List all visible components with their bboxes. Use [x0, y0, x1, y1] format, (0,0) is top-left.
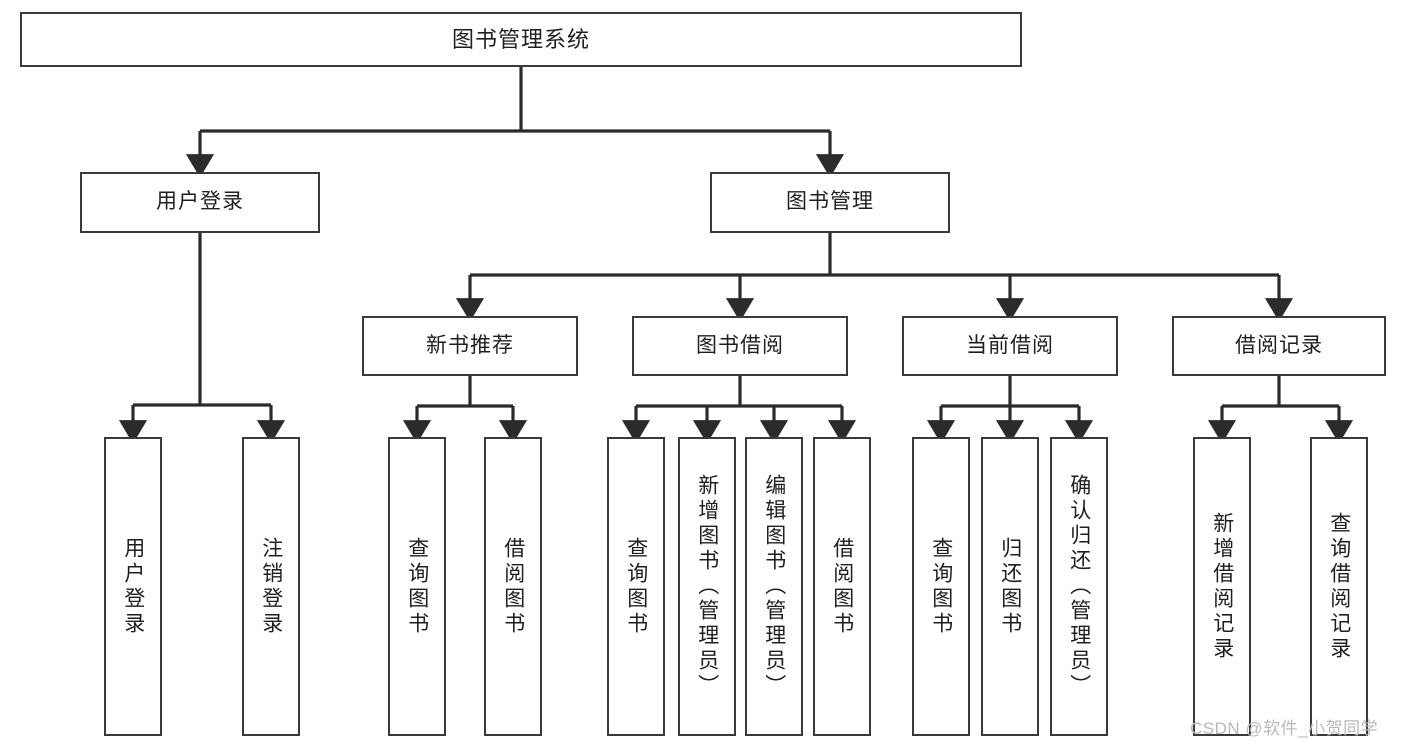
leaf-query-book-current[interactable]: 查询图书 [912, 437, 970, 736]
node-label: 注销登录 [259, 536, 283, 637]
node-label: 新增图书（管理员） [695, 474, 719, 699]
node-book-management-system[interactable]: 图书管理系统 [20, 12, 1022, 67]
leaf-query-book-borrow[interactable]: 查询图书 [607, 437, 665, 736]
node-book-borrow[interactable]: 图书借阅 [632, 316, 848, 376]
leaf-confirm-return-admin[interactable]: 确认归还（管理员） [1050, 437, 1108, 736]
node-label: 查询图书 [405, 536, 429, 637]
node-label: 确认归还（管理员） [1067, 474, 1091, 699]
node-label: 用户登录 [121, 536, 145, 637]
node-user-login[interactable]: 用户登录 [80, 172, 320, 233]
node-label: 查询借阅记录 [1327, 511, 1351, 662]
leaf-user-login[interactable]: 用户登录 [104, 437, 162, 736]
node-current-borrow[interactable]: 当前借阅 [902, 316, 1118, 376]
node-label: 编辑图书（管理员） [762, 474, 786, 699]
node-label: 图书管理系统 [451, 26, 590, 52]
leaf-query-borrow-record[interactable]: 查询借阅记录 [1310, 437, 1368, 736]
node-new-book-recommend[interactable]: 新书推荐 [362, 316, 578, 376]
leaf-add-book-admin[interactable]: 新增图书（管理员） [678, 437, 736, 736]
leaf-query-book-recommend[interactable]: 查询图书 [388, 437, 446, 736]
node-label: 查询图书 [929, 536, 953, 637]
node-label: 借阅图书 [501, 536, 525, 637]
node-label: 图书借阅 [696, 333, 784, 357]
node-label: 借阅记录 [1235, 333, 1323, 357]
csdn-watermark: CSDN @软件_小贺同学 [1190, 719, 1379, 738]
node-label: 归还图书 [998, 536, 1022, 637]
leaf-add-borrow-record[interactable]: 新增借阅记录 [1193, 437, 1251, 736]
leaf-borrow-book-recommend[interactable]: 借阅图书 [484, 437, 542, 736]
leaf-edit-book-admin[interactable]: 编辑图书（管理员） [745, 437, 803, 736]
node-borrow-record[interactable]: 借阅记录 [1172, 316, 1386, 376]
node-book-management[interactable]: 图书管理 [710, 172, 950, 233]
leaf-logout[interactable]: 注销登录 [242, 437, 300, 736]
node-label: 用户登录 [156, 190, 244, 214]
node-label: 新增借阅记录 [1210, 511, 1234, 662]
node-label: 查询图书 [624, 536, 648, 637]
node-label: 当前借阅 [966, 333, 1054, 357]
node-label: 借阅图书 [830, 536, 854, 637]
leaf-return-book[interactable]: 归还图书 [981, 437, 1039, 736]
leaf-borrow-book[interactable]: 借阅图书 [813, 437, 871, 736]
node-label: 图书管理 [786, 190, 874, 214]
node-label: 新书推荐 [426, 333, 514, 357]
